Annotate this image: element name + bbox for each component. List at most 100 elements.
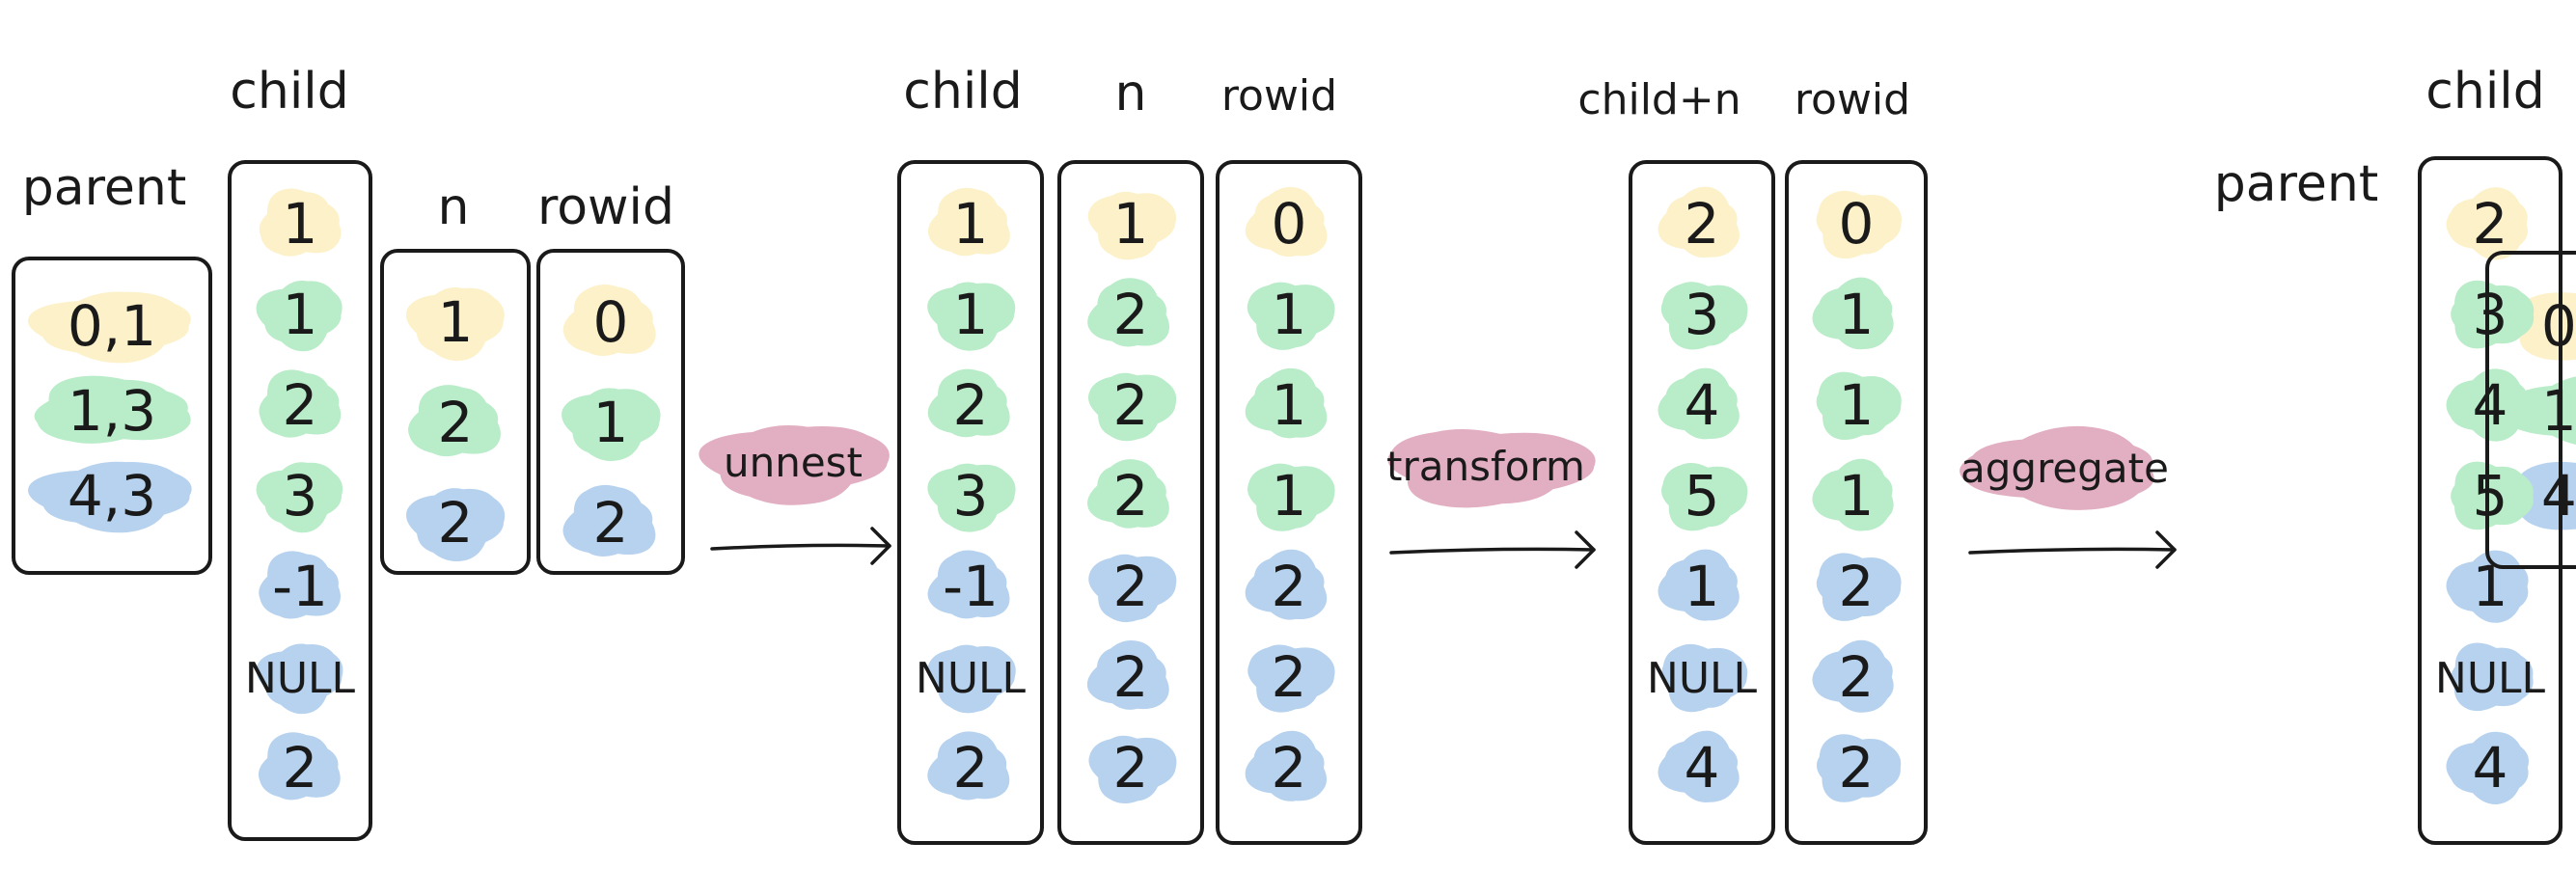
stage4-child-cell-value: 3 bbox=[2473, 282, 2508, 347]
unnest-arrow-head bbox=[870, 527, 891, 565]
stage3-rowid-cell-blob bbox=[1816, 553, 1902, 621]
stage1-child-column-box bbox=[228, 160, 372, 841]
aggregate-label: aggregate bbox=[1960, 445, 2169, 492]
stage3-childn-cell-value: 4 bbox=[1685, 372, 1720, 438]
stage4-child-cell-value: 5 bbox=[2473, 463, 2508, 529]
stage1-n-cell-blob bbox=[405, 286, 505, 362]
stage1-child-cell-value: NULL bbox=[245, 654, 356, 703]
stage1-child-cell-blob bbox=[259, 188, 342, 257]
stage1-child-cell-blob bbox=[256, 280, 343, 352]
stage3-rowid-cell-blob bbox=[1812, 639, 1894, 713]
stage2-rowid-header: rowid bbox=[1221, 71, 1337, 121]
stage2-n-cell-value: 2 bbox=[1113, 463, 1149, 529]
stage3-childn-cell-blob bbox=[1658, 549, 1740, 621]
stage1-child-cell-blob bbox=[256, 462, 343, 533]
stage1-child-cell-value: 2 bbox=[283, 372, 318, 438]
aggregate-arrow-shaft bbox=[1968, 547, 2177, 555]
stage3-childn-cell-blob bbox=[1658, 186, 1740, 258]
stage1-rowid-cell-value: 1 bbox=[593, 390, 629, 455]
stage4-parent-header: parent bbox=[2214, 155, 2378, 213]
transform-label: transform bbox=[1386, 443, 1585, 490]
stage4-child-cell-value: 4 bbox=[2473, 372, 2508, 438]
stage1-n-cell-blob bbox=[408, 385, 501, 457]
stage1-child-cell-value: 2 bbox=[283, 735, 318, 801]
stage2-rowid-cell-value: 1 bbox=[1272, 463, 1307, 529]
aggregate-arrow-head bbox=[2155, 530, 2177, 569]
stage3-childn-cell-value: 3 bbox=[1685, 282, 1720, 347]
unnest-label-blob bbox=[699, 425, 890, 505]
stage1-n-cell-value: 1 bbox=[438, 289, 474, 355]
stage2-child-cell-value: 2 bbox=[953, 735, 989, 801]
stage3-rowid-cell-value: 2 bbox=[1839, 735, 1875, 801]
stage3-rowid-cell-value: 2 bbox=[1839, 644, 1875, 710]
stage3-rowid-cell-blob bbox=[1816, 190, 1903, 259]
stage2-child-cell-blob bbox=[927, 644, 1016, 714]
stage1-rowid-column-box bbox=[536, 249, 685, 575]
stage2-child-cell-value: -1 bbox=[943, 554, 999, 619]
stage2-n-cell-blob bbox=[1086, 640, 1169, 710]
transform-arrow-head bbox=[1575, 530, 1596, 569]
stage2-n-cell-blob bbox=[1087, 191, 1177, 260]
stage1-n-header: n bbox=[438, 178, 470, 236]
stage2-rowid-cell-blob bbox=[1245, 549, 1328, 620]
stage2-rowid-cell-blob bbox=[1247, 463, 1335, 531]
stage4-child-cell-value: NULL bbox=[2435, 654, 2546, 703]
stage1-child-cell-blob bbox=[256, 643, 343, 715]
stage2-n-cell-value: 1 bbox=[1113, 191, 1149, 257]
stage1-child-cell-blob bbox=[258, 732, 341, 801]
stage4-child-cell-blob bbox=[2451, 642, 2534, 712]
stage3-rowid-cell-blob bbox=[1812, 458, 1894, 531]
stage3-childn-cell-value: NULL bbox=[1647, 654, 1758, 703]
stage2-n-cell-blob bbox=[1088, 735, 1177, 804]
stage2-child-cell-value: 1 bbox=[953, 282, 989, 347]
stage3-rowid-cell-value: 2 bbox=[1839, 554, 1875, 619]
stage2-rowid-cell-value: 1 bbox=[1272, 282, 1307, 347]
text-layer: parent0,11,34,3child1123-1NULL2n122rowid… bbox=[22, 63, 2576, 801]
stage2-rowid-cell-blob bbox=[1245, 186, 1328, 258]
stage2-n-cell-value: 2 bbox=[1113, 554, 1149, 619]
stage3-rowid-cell-value: 1 bbox=[1839, 463, 1875, 529]
stage3-childn-cell-value: 2 bbox=[1685, 191, 1720, 257]
stage3-childn-cell-value: 4 bbox=[1685, 735, 1720, 801]
stage2-child-cell-value: 2 bbox=[953, 372, 989, 438]
unnest-label: unnest bbox=[724, 439, 863, 486]
stage1-parent-cell-blob bbox=[28, 461, 192, 533]
stage2-rowid-column-box bbox=[1216, 160, 1362, 845]
stage3-childn-cell-blob bbox=[1658, 367, 1740, 440]
stage3-childn-header: child+n bbox=[1577, 75, 1740, 124]
stage2-rowid-cell-value: 0 bbox=[1272, 191, 1307, 257]
stage2-n-cell-value: 2 bbox=[1113, 372, 1149, 438]
stage3-rowid-cell-value: 1 bbox=[1839, 372, 1875, 438]
stage4-parent-cell-value: 0,1 bbox=[2541, 293, 2576, 359]
stage1-rowid-cell-blob bbox=[562, 285, 656, 357]
stage3-rowid-header: rowid bbox=[1795, 75, 1910, 124]
stage2-n-header: n bbox=[1115, 65, 1147, 122]
stage2-rowid-cell-value: 1 bbox=[1272, 372, 1307, 438]
stage4-child-cell-blob bbox=[2451, 280, 2535, 349]
stage3-rowid-cell-value: 0 bbox=[1839, 191, 1875, 257]
unnest-arrow-shaft bbox=[710, 543, 891, 551]
stage1-child-cell-value: -1 bbox=[272, 554, 328, 619]
stage1-parent-cell-blob bbox=[27, 291, 191, 364]
stage1-parent-cell-value: 4,3 bbox=[68, 463, 156, 529]
stage3-childn-cell-blob bbox=[1660, 282, 1748, 350]
stage2-child-cell-blob bbox=[927, 282, 1016, 351]
stage2-child-cell-blob bbox=[927, 463, 1016, 532]
stage2-n-cell-value: 2 bbox=[1113, 735, 1149, 801]
stage2-child-cell-blob bbox=[927, 187, 1010, 257]
stage4-child-cell-blob bbox=[2451, 461, 2534, 530]
stage3-rowid-cell-blob bbox=[1812, 277, 1894, 350]
stage2-n-cell-blob bbox=[1088, 554, 1177, 623]
stage2-rowid-cell-value: 2 bbox=[1272, 554, 1307, 619]
stage2-n-cell-blob bbox=[1087, 459, 1169, 529]
stage2-child-column-box bbox=[897, 160, 1044, 845]
stage2-n-cell-value: 2 bbox=[1113, 644, 1149, 710]
stage1-parent-column-box bbox=[12, 257, 212, 575]
stage2-n-cell-blob bbox=[1087, 278, 1170, 347]
stage4-child-cell-value: 1 bbox=[2473, 554, 2508, 619]
column-boxes-layer bbox=[12, 156, 2576, 845]
transform-label-blob bbox=[1387, 429, 1596, 508]
stage2-child-cell-value: 1 bbox=[953, 191, 989, 257]
stage1-parent-header: parent bbox=[22, 159, 186, 217]
